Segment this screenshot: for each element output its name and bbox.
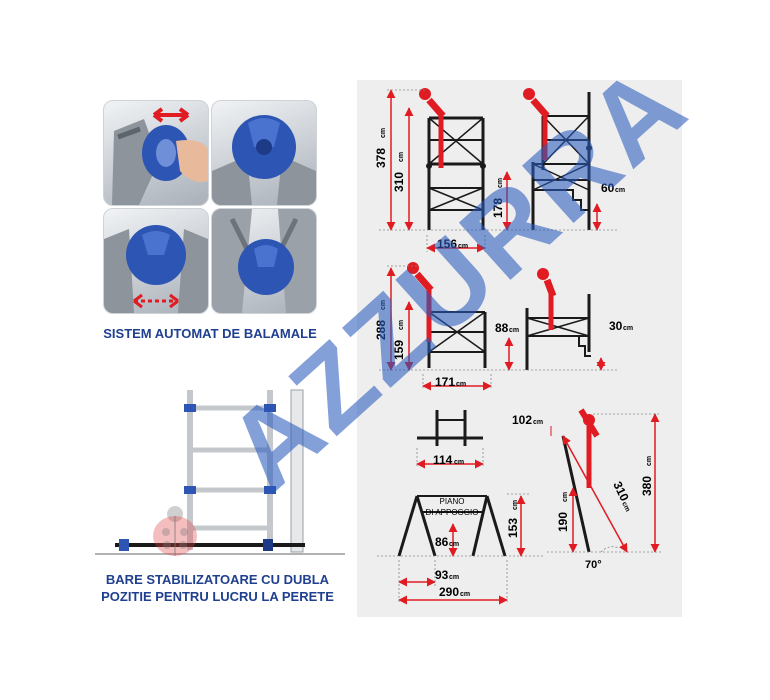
dim-178-unit: cm	[497, 178, 504, 188]
hinge-photo-1-drawing	[112, 107, 208, 205]
dimension-diagram: 378 cm 310 cm 178 cm 60 cm 156 cm	[374, 88, 661, 605]
config-medium-stairs	[525, 294, 591, 370]
dim-86-unit: cm	[449, 541, 459, 548]
hinge-photo-1	[103, 100, 209, 206]
dim-380: 380	[640, 476, 654, 496]
worker-figure-3	[407, 262, 434, 342]
dimension-lines-1	[386, 89, 602, 253]
support-plane-label-2: DI APPOGGIO	[426, 508, 479, 517]
dim-153: 153	[506, 518, 520, 538]
hinge-caption: SISTEM AUTOMAT DE BALAMALE	[103, 326, 317, 341]
dim-190-unit: cm	[562, 492, 569, 502]
dim-159: 159	[392, 340, 406, 360]
stabilizer-caption-line-2: POZITIE PENTRU LUCRU LA PERETE	[101, 589, 334, 604]
dimension-diagram-panel: 378 cm 310 cm 178 cm 60 cm 156 cm	[357, 80, 682, 617]
stabilizer-caption-line-1: BARE STABILIZATOARE CU DUBLA	[105, 572, 330, 587]
dim-378-unit: cm	[380, 128, 387, 138]
hinge-photo-2-drawing	[212, 115, 316, 205]
angle-70: 70°	[585, 559, 602, 571]
hinge-photo-3	[103, 208, 209, 314]
stabilizer-bar	[115, 539, 305, 551]
config-large-scaffold	[426, 116, 486, 230]
dimension-lines-ladder	[550, 413, 660, 553]
ladybug-logo	[153, 506, 197, 556]
config-trestle	[397, 495, 507, 557]
config-single-section	[417, 410, 483, 446]
dim-156: 156	[437, 237, 457, 251]
dim-30-unit: cm	[623, 325, 633, 332]
dim-93: 93	[435, 568, 449, 582]
dim-159-unit: cm	[398, 320, 405, 330]
dim-310: 310	[392, 172, 406, 192]
dim-310-ladder: 310	[610, 479, 632, 503]
dimension-lines-trestle	[398, 495, 526, 605]
dim-288-unit: cm	[380, 300, 387, 310]
hinge-photo-2	[211, 100, 317, 206]
dim-171-unit: cm	[456, 381, 466, 388]
dim-310-unit: cm	[398, 152, 405, 162]
dim-60-unit: cm	[615, 187, 625, 194]
dim-88: 88	[495, 321, 509, 335]
support-plane-label-1: PIANO	[440, 497, 465, 506]
dim-60: 60	[601, 181, 615, 195]
ladder-against-wall	[184, 390, 276, 550]
dim-114-unit: cm	[454, 459, 464, 466]
config-medium-scaffold	[427, 311, 487, 368]
dim-178: 178	[491, 198, 505, 218]
worker-figure-1	[419, 88, 446, 168]
dim-378: 378	[374, 148, 388, 168]
dim-288: 288	[374, 320, 388, 340]
dim-114: 114	[433, 453, 453, 467]
dim-290-unit: cm	[460, 591, 470, 598]
dim-30: 30	[609, 319, 623, 333]
stabilizer-drawing	[95, 389, 345, 555]
hinge-photo-4-drawing	[212, 209, 316, 313]
dim-380-unit: cm	[646, 456, 653, 466]
dim-290: 290	[439, 585, 459, 599]
dimension-lines-2	[386, 267, 606, 391]
dim-171: 171	[435, 375, 455, 389]
dim-153-unit: cm	[512, 500, 519, 510]
dim-102: 102	[512, 413, 532, 427]
dim-310-ladder-unit: cm	[620, 501, 631, 513]
dim-190: 190	[556, 512, 570, 532]
dim-88-unit: cm	[509, 327, 519, 334]
hinge-photo-4	[211, 208, 317, 314]
stabilizer-caption: BARE STABILIZATOARE CU DUBLA POZITIE PEN…	[80, 571, 355, 605]
worker-figure-4	[537, 268, 557, 330]
hinge-photo-3-drawing	[104, 225, 208, 313]
dim-93-unit: cm	[449, 574, 459, 581]
dim-102-unit: cm	[533, 419, 543, 426]
worker-figure-2	[523, 88, 550, 160]
dim-156-unit: cm	[458, 243, 468, 250]
wall	[290, 389, 304, 553]
dim-86: 86	[435, 535, 449, 549]
